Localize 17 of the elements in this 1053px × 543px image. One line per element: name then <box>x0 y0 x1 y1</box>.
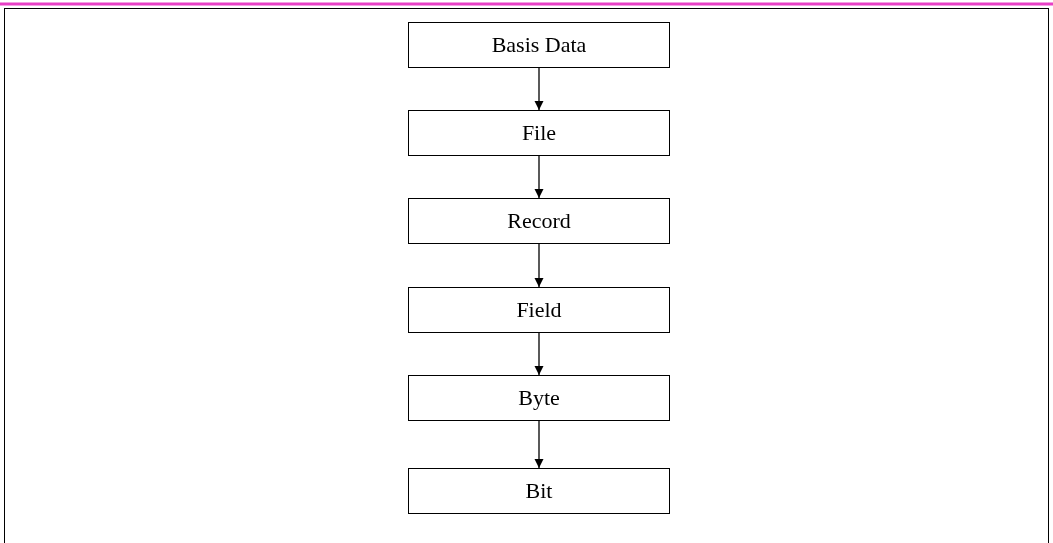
arrow <box>534 332 544 376</box>
box-label: Field <box>516 297 562 323</box>
process-box <box>408 110 670 156</box>
process-box <box>408 198 670 244</box>
process-box <box>408 22 670 68</box>
box-label: File <box>521 120 557 146</box>
process-box <box>408 287 670 333</box>
process-box <box>408 375 670 421</box>
arrow <box>534 155 544 199</box>
arrow <box>534 243 544 288</box>
box-label: Byte <box>518 385 560 411</box>
box-label: Bit <box>525 478 553 504</box>
box-label: Record <box>507 208 571 234</box>
box-label: Basis Data <box>491 32 587 58</box>
process-box <box>408 468 670 514</box>
arrow <box>534 67 544 111</box>
arrow <box>534 420 544 469</box>
